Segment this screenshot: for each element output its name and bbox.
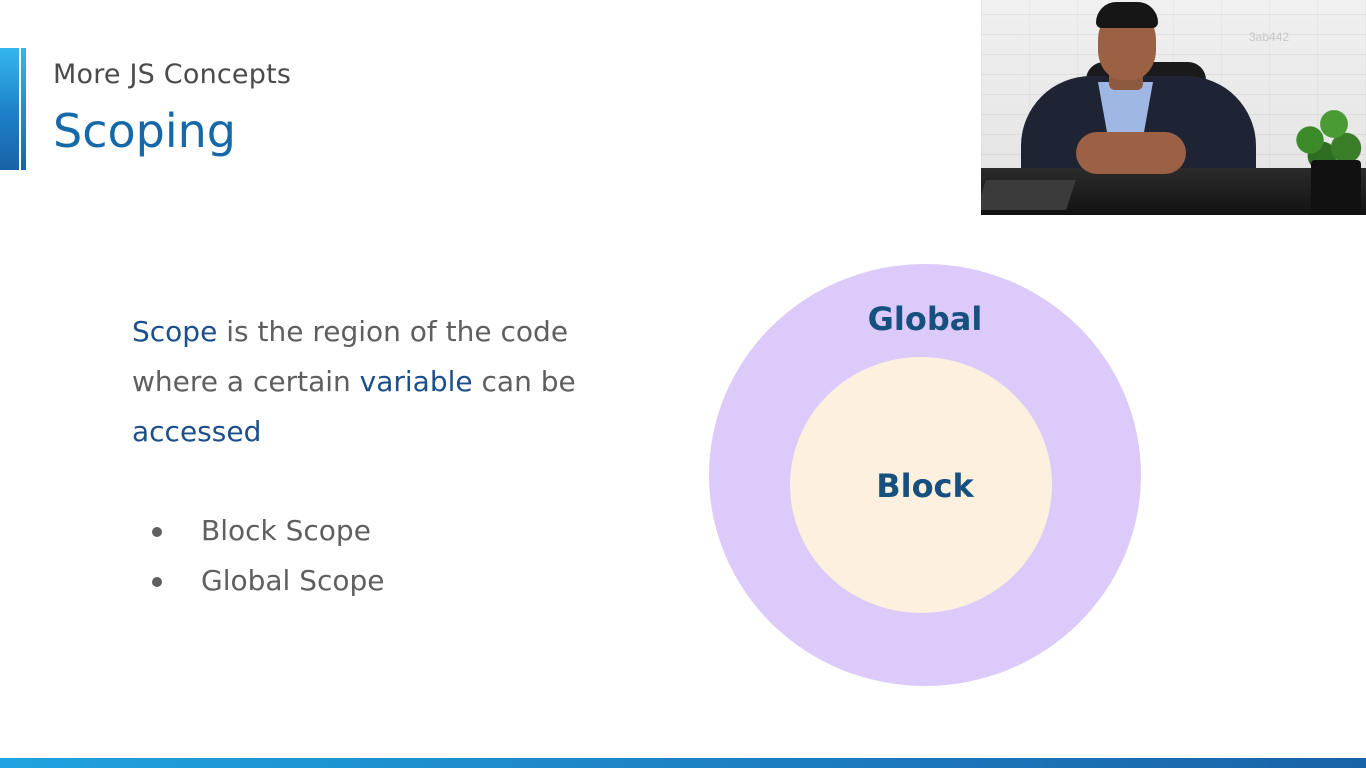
bullet-icon	[152, 527, 162, 537]
block-scope-circle	[790, 357, 1052, 613]
presenter-webcam: 3ab442	[981, 0, 1366, 215]
definition-keyword: variable	[359, 365, 473, 398]
scope-definition: Scope is the region of the code where a …	[132, 307, 652, 457]
title-accent-bar-thin	[21, 48, 26, 170]
video-watermark: 3ab442	[1249, 30, 1290, 44]
presenter-hands	[1076, 132, 1186, 174]
presenter-hair	[1096, 2, 1158, 28]
definition-end: accessed	[132, 415, 262, 448]
definition-text-1: is the region of the code where a certai…	[132, 315, 569, 398]
definition-text-2: can be	[472, 365, 576, 398]
bottom-accent-bar	[0, 758, 1366, 768]
plant-icon	[1286, 92, 1366, 172]
plant-pot	[1311, 160, 1361, 215]
scope-diagram: Global Block	[705, 262, 1145, 690]
slide-subtitle: More JS Concepts	[53, 59, 292, 90]
bullet-icon	[152, 577, 162, 587]
slide-title: Scoping	[53, 104, 236, 158]
global-label: Global	[867, 300, 983, 338]
bullet-label: Block Scope	[201, 514, 371, 547]
definition-term: Scope	[132, 315, 218, 348]
laptop	[981, 180, 1076, 210]
bullet-label: Global Scope	[201, 564, 385, 597]
title-accent-bar	[0, 48, 19, 170]
block-label: Block	[876, 467, 974, 505]
